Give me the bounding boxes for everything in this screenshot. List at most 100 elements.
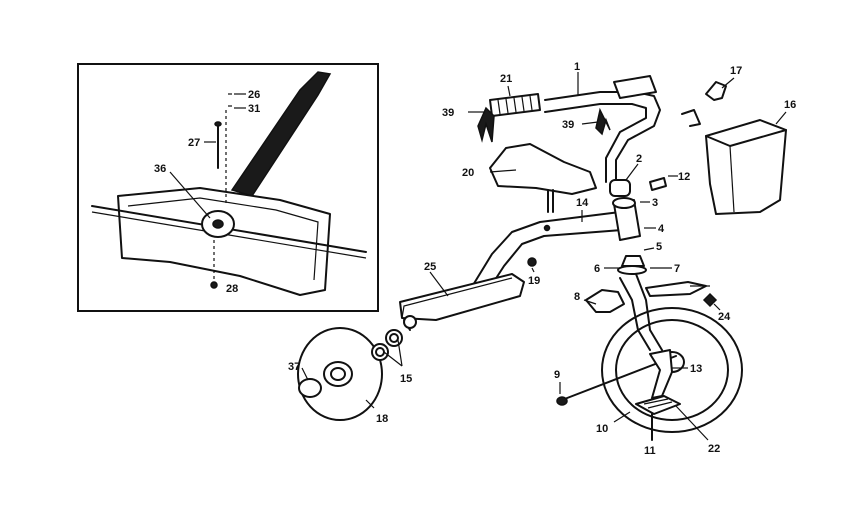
nut-12 <box>649 177 667 191</box>
handlebar-bar-inner <box>544 103 647 183</box>
leader-20 <box>489 169 517 173</box>
rear-step-plate <box>399 273 525 321</box>
callout-3: 3 <box>652 197 658 209</box>
left-streamer <box>477 106 495 143</box>
leader-16 <box>775 111 787 125</box>
washer-15b <box>385 329 403 347</box>
callout-17: 17 <box>730 65 742 77</box>
washer-15a <box>371 343 389 361</box>
rear-step-edge <box>401 277 513 319</box>
callout-4: 4 <box>658 223 665 235</box>
fork-blade-right <box>635 273 663 351</box>
callout-7: 7 <box>674 263 680 275</box>
rear-wheel-hub <box>323 361 353 387</box>
callout-16: 16 <box>784 99 796 111</box>
seat-body <box>489 143 597 195</box>
callout-10: 10 <box>596 423 608 435</box>
inset-frame <box>77 63 379 312</box>
nut-24 <box>702 292 718 308</box>
fork-blade-left <box>619 277 651 351</box>
callout-22: 22 <box>708 443 720 455</box>
leader-17 <box>721 77 735 89</box>
callout-15: 15 <box>400 373 412 385</box>
leader-39b <box>581 121 599 125</box>
callout-24: 24 <box>718 311 731 323</box>
leader-18 <box>365 399 375 409</box>
callout-6: 6 <box>594 263 600 275</box>
basket-side <box>729 145 735 213</box>
basket-clip-17 <box>705 81 727 101</box>
inset-detail <box>77 63 379 312</box>
leader-10 <box>613 411 631 423</box>
front-fender <box>585 289 625 313</box>
inset-frame-tube <box>230 71 332 197</box>
callout-8: 8 <box>574 291 580 303</box>
fender-bracket <box>645 281 707 297</box>
inset-bolt-27-head <box>214 121 222 127</box>
callout-39-right: 39 <box>562 119 574 131</box>
frame-top-tube <box>469 211 621 291</box>
nut-19 <box>527 257 537 267</box>
handlebar-bar <box>544 91 661 183</box>
leader-2 <box>625 163 639 181</box>
fork-washer-6 <box>617 265 647 275</box>
leader-15 <box>383 351 403 367</box>
right-streamer <box>595 107 611 136</box>
frame-bolt-19 <box>543 224 551 232</box>
front-tire-inner <box>615 319 729 421</box>
callout-21: 21 <box>500 73 512 85</box>
handlebar-assembly <box>477 75 661 197</box>
fork-cap-5 <box>621 255 645 267</box>
inset-nut-28 <box>210 281 218 289</box>
washer-15c <box>403 315 417 329</box>
leader-25 <box>429 271 449 297</box>
callout-20: 20 <box>462 167 474 179</box>
callout-1: 1 <box>574 61 580 73</box>
inset-axle-bracket <box>117 187 331 296</box>
leader-21 <box>507 85 511 97</box>
callout-39-left: 39 <box>442 107 454 119</box>
callout-27: 27 <box>188 137 200 149</box>
pedal-crank <box>649 349 673 399</box>
hub-cap <box>298 378 322 398</box>
washer-15b-hole <box>389 333 399 343</box>
callout-13: 13 <box>690 363 702 375</box>
callout-36: 36 <box>154 163 166 175</box>
callout-18: 18 <box>376 413 388 425</box>
stem-cap <box>609 179 631 197</box>
rear-wheel-disc <box>297 327 383 421</box>
leader-8 <box>583 299 597 305</box>
leader-22 <box>675 405 709 441</box>
leader-36 <box>169 171 211 219</box>
callout-37: 37 <box>288 361 300 373</box>
callout-26: 26 <box>248 89 260 101</box>
callout-5: 5 <box>656 241 662 253</box>
left-grip-ribs <box>497 95 533 115</box>
main-frame <box>399 177 667 331</box>
front-axle-nut <box>556 396 568 406</box>
leader-37 <box>301 367 309 381</box>
callout-31: 31 <box>248 103 260 115</box>
callout-labels: 1 21 39 39 17 16 2 12 20 14 3 4 5 6 7 8 … <box>154 61 796 457</box>
leader-24 <box>713 303 721 311</box>
leaders <box>301 72 787 441</box>
leader-5 <box>643 247 655 251</box>
callout-19: 19 <box>528 275 540 287</box>
right-grip <box>613 75 657 99</box>
basket-clip-hook <box>681 109 701 127</box>
front-assembly <box>556 255 743 441</box>
rear-wheel-hub-inner <box>330 367 346 381</box>
leader-15b <box>397 339 403 367</box>
head-tube-top <box>612 197 636 209</box>
callout-11: 11 <box>644 445 656 457</box>
inset-bracket-inner <box>127 197 319 281</box>
callout-2: 2 <box>636 153 642 165</box>
pedal-tread <box>643 398 673 409</box>
inset-axle-rod-edge <box>91 211 367 259</box>
seat <box>489 143 597 213</box>
inset-hub-bolt <box>212 219 224 229</box>
leader-19 <box>531 267 535 273</box>
callout-14: 14 <box>576 197 589 209</box>
basket-assembly <box>681 81 787 215</box>
